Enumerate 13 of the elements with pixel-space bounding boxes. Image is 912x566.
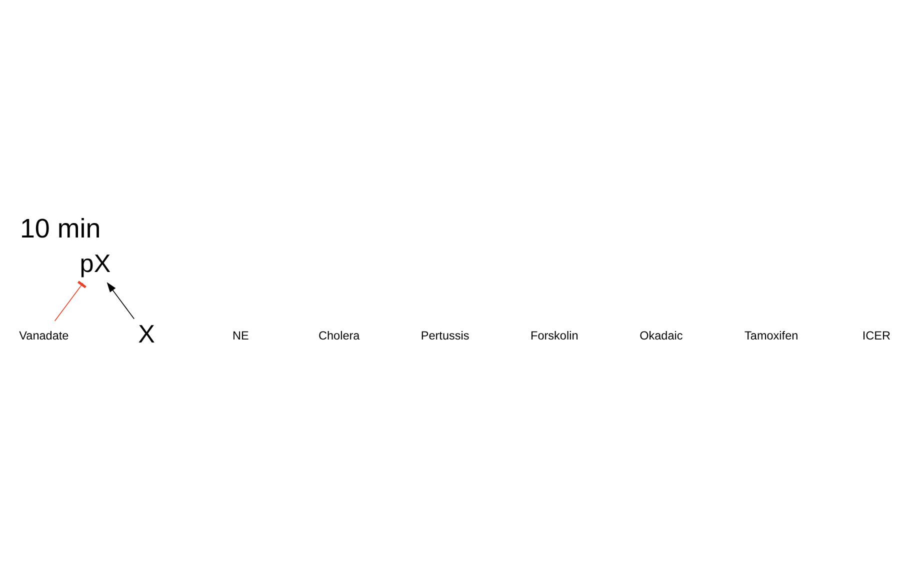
diagram-title: 10 min <box>20 213 101 244</box>
label: ICER <box>862 330 891 343</box>
node-text: pX <box>80 250 111 278</box>
label: NE <box>232 330 249 343</box>
label: Tamoxifen <box>744 330 798 343</box>
node-text: Vanadate <box>19 330 69 343</box>
connector <box>54 280 86 322</box>
label: Pertussis <box>420 330 470 343</box>
node-text: X <box>138 320 155 349</box>
label: Okadaic <box>640 330 683 343</box>
label: Forskolin <box>530 330 578 343</box>
arrow <box>106 282 135 320</box>
label: Cholera <box>318 330 360 343</box>
